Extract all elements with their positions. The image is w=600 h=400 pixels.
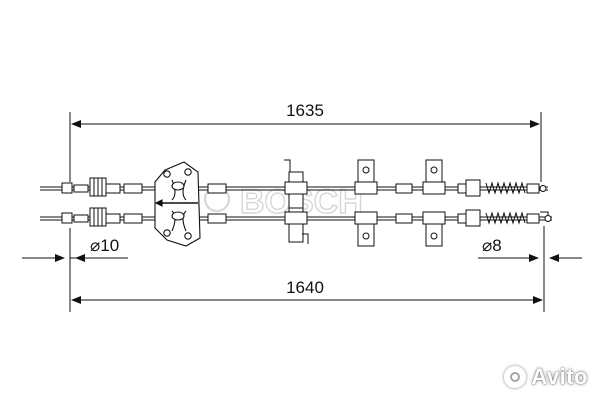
lower-left-end-fitting (61, 212, 73, 224)
lower-right-spring (485, 211, 526, 225)
brand-watermark: BOSCH (203, 182, 363, 222)
lower-sleeve-left (123, 213, 143, 224)
upper-right-end-fitting (526, 183, 540, 194)
dimension-top-label: 1635 (286, 101, 324, 120)
lower-right-adjuster-nut (465, 209, 481, 227)
diameter-left: ⌀10 (22, 236, 128, 262)
upper-sleeve-left (123, 183, 143, 194)
upper-right-spring (485, 181, 526, 195)
dimension-top: 1635 (71, 101, 540, 128)
diameter-right: ⌀8 (478, 236, 582, 262)
diameter-left-label: ⌀10 (90, 236, 119, 255)
extension-lines (69, 112, 545, 312)
upper-cable (40, 177, 548, 197)
cable-clip-1 (354, 159, 378, 247)
lower-right-end-fitting (526, 213, 540, 224)
avito-logo-icon (504, 366, 527, 388)
center-bracket (284, 159, 309, 244)
dimension-bottom-label: 1640 (286, 278, 324, 297)
avito-watermark: Avito (504, 364, 588, 390)
upper-left-end-fitting (61, 182, 73, 194)
dimension-bottom: 1640 (71, 278, 543, 304)
cable-clip-2 (422, 159, 446, 247)
equalizer-bracket (154, 161, 201, 247)
upper-right-adjuster-nut (465, 179, 481, 197)
avito-watermark-text: Avito (531, 364, 588, 389)
diameter-right-label: ⌀8 (482, 236, 502, 255)
